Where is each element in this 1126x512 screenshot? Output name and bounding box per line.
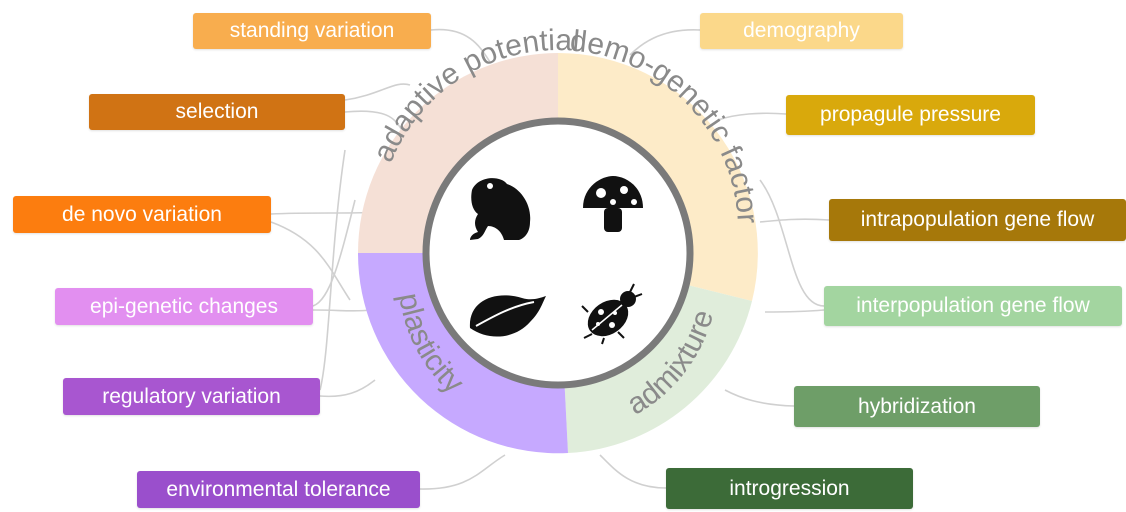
label-standing-variation: standing variation [193, 13, 431, 49]
ladybug-icon [581, 283, 643, 345]
connector-selection-2 [344, 83, 411, 101]
connector-intra [759, 218, 830, 223]
mushroom-icon [583, 176, 643, 232]
connector-demography [629, 29, 701, 56]
frog-icon [470, 178, 531, 240]
label-intrapopulation-gene-flow: intrapopulation gene flow [829, 199, 1126, 241]
connector-inter [759, 179, 825, 307]
label-demography: demography [700, 13, 903, 49]
label-interpopulation-gene-flow: interpopulation gene flow [824, 286, 1122, 326]
connector-selection [344, 110, 403, 131]
connector-propagule [717, 112, 787, 121]
label-environmental-tolerance: environmental tolerance [137, 471, 420, 508]
connector-epi [312, 199, 356, 307]
connector-env [419, 454, 506, 490]
connector-regulatory [319, 379, 376, 398]
connector-introg [599, 454, 667, 489]
label-selection: selection [89, 94, 345, 130]
connector-inter-2 [764, 309, 825, 313]
connector-epi-2 [312, 309, 371, 312]
label-regulatory-variation: regulatory variation [63, 378, 320, 415]
connector-hybrid [724, 389, 795, 407]
connector-denovo-2 [270, 221, 351, 301]
inner-disc [422, 117, 694, 389]
label-de-novo-variation: de novo variation [13, 196, 271, 233]
label-hybridization: hybridization [794, 386, 1040, 427]
connector-lines [270, 28, 830, 490]
connector-regulatory-2 [319, 149, 346, 391]
leaf-icon [469, 295, 546, 337]
label-propagule-pressure: propagule pressure [786, 95, 1035, 135]
label-epi-genetic-changes: epi-genetic changes [55, 288, 313, 325]
label-introgression: introgression [666, 468, 913, 509]
connector-standing [430, 28, 491, 63]
